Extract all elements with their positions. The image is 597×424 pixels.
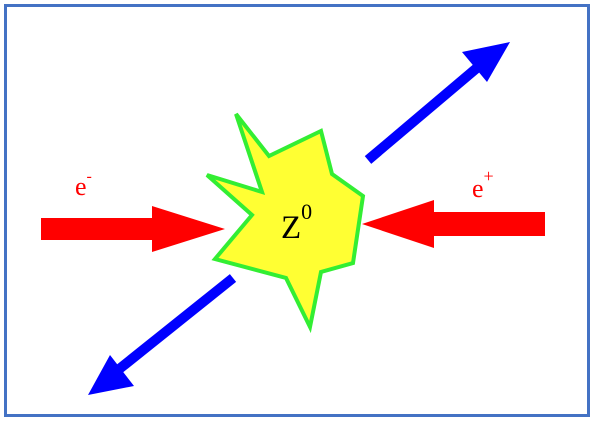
outgoing-arrow-down-left [88,278,233,395]
electron-arrow [41,206,225,252]
positron-arrow [362,200,545,248]
electron-label: e- [75,168,92,201]
outgoing-arrow-up-right [368,42,510,160]
positron-label: e+ [472,166,494,203]
